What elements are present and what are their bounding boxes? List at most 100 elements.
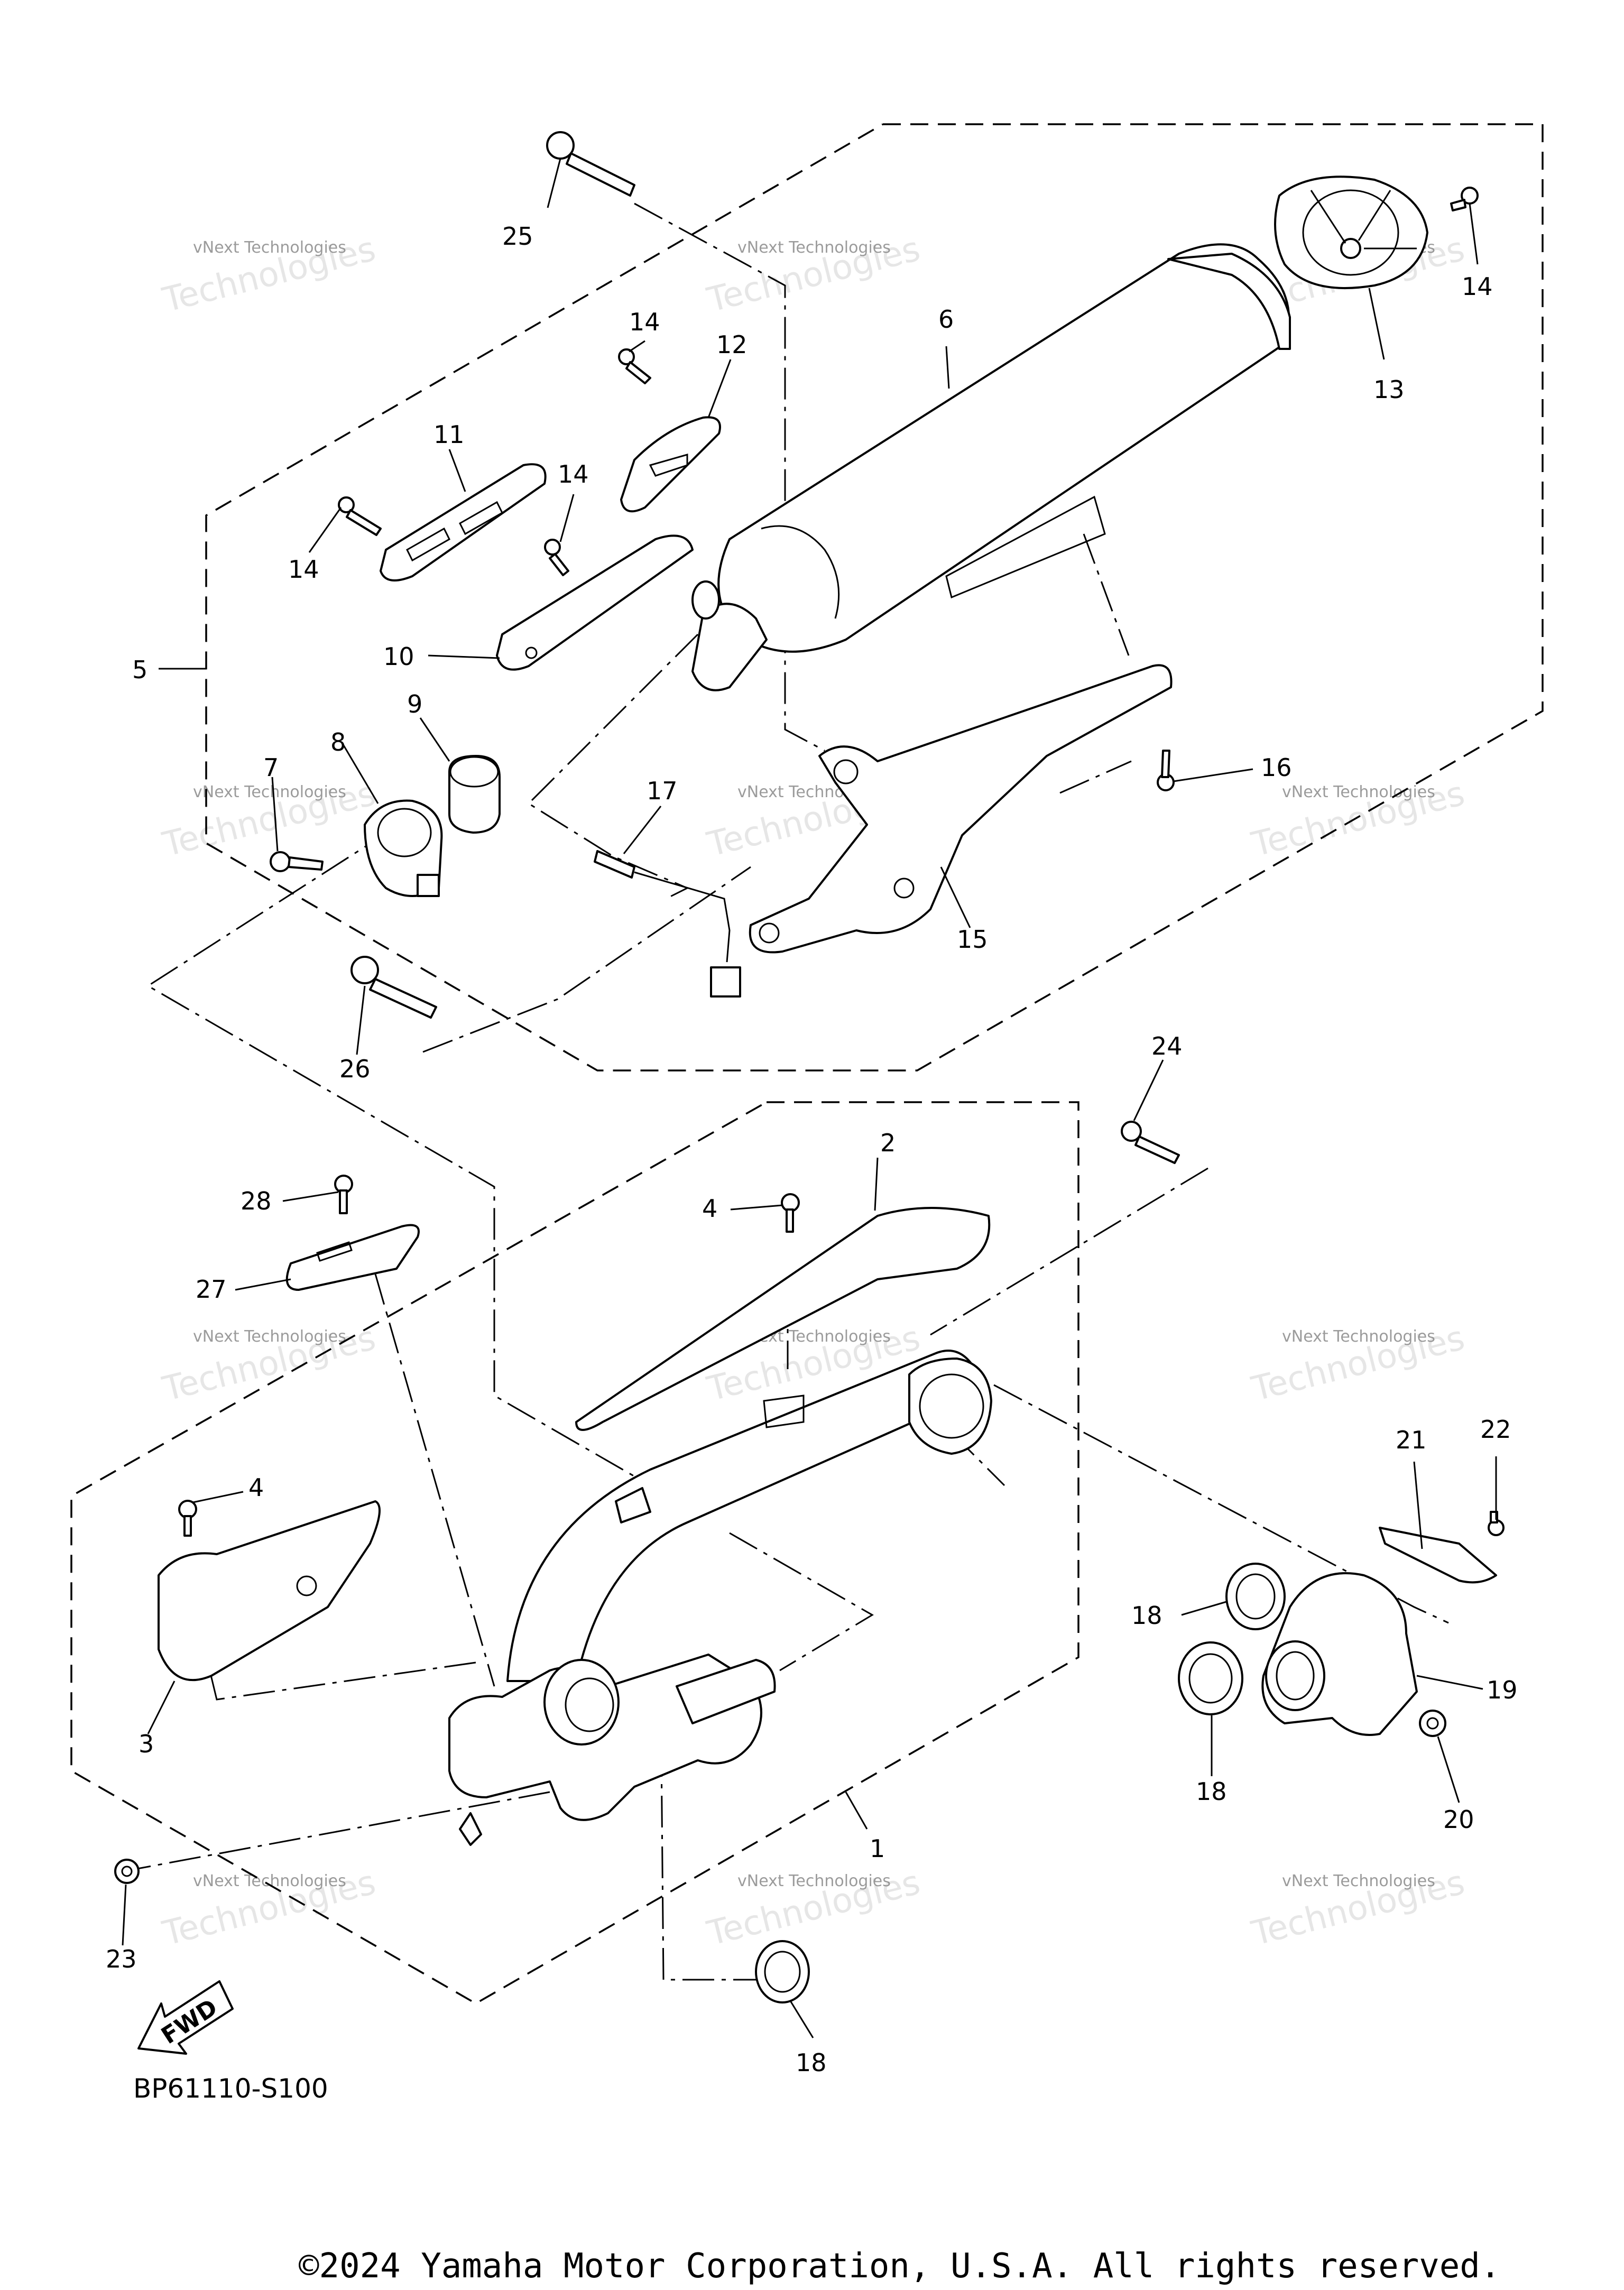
callout-19: 19 <box>1487 1676 1518 1704</box>
routing-line <box>527 633 699 900</box>
heat-protector-part <box>285 1224 420 1291</box>
nut-part <box>1419 1710 1446 1737</box>
callout-22: 22 <box>1480 1415 1511 1444</box>
bolt-part <box>618 348 651 384</box>
callout-12: 12 <box>716 330 748 359</box>
gasket-part <box>1178 1641 1243 1715</box>
nut-part <box>114 1859 140 1884</box>
gasket-part <box>755 1940 810 2003</box>
callout-2: 2 <box>880 1129 896 1157</box>
callout-8: 8 <box>330 728 346 756</box>
svg-text:vNext Technologies: vNext Technologies <box>193 1872 346 1890</box>
svg-text:vNext Technologies: vNext Technologies <box>737 1872 891 1890</box>
svg-text:vNext Technologies: vNext Technologies <box>193 238 346 257</box>
gasket-part <box>448 755 501 834</box>
callout-14: 14 <box>1462 272 1493 301</box>
pipe-assembly-boundary <box>70 1101 1079 2005</box>
svg-text:vNext Technologies: vNext Technologies <box>737 238 891 257</box>
routing-line <box>146 829 651 1486</box>
svg-text:vNext Technologies: vNext Technologies <box>193 1327 346 1346</box>
callout-24: 24 <box>1151 1032 1183 1060</box>
callout-15: 15 <box>957 925 988 954</box>
callout-4: 4 <box>702 1194 717 1223</box>
callout-18: 18 <box>1131 1601 1162 1630</box>
exhaust-manifold-part <box>448 1654 776 1846</box>
heat-protector-part <box>1379 1527 1497 1584</box>
routing-line <box>993 1384 1449 1624</box>
callout-14: 14 <box>629 308 660 336</box>
callout-18: 18 <box>1196 1777 1227 1806</box>
gasket-part <box>1225 1563 1286 1630</box>
bolt-part <box>270 851 324 872</box>
routing-line <box>137 1791 550 1870</box>
bolt-part <box>338 496 382 536</box>
callout-labels: 25 6 14 13 14 12 11 14 14 10 5 9 8 7 17 … <box>106 222 1518 2077</box>
callout-13: 13 <box>1373 375 1405 404</box>
callout-17: 17 <box>647 777 678 805</box>
callout-1: 1 <box>870 1834 885 1863</box>
heat-protector-part <box>496 534 694 671</box>
callout-20: 20 <box>1443 1805 1474 1834</box>
callout-21: 21 <box>1396 1426 1427 1454</box>
fwd-arrow-icon: FWD <box>137 1980 234 2055</box>
callout-27: 27 <box>196 1275 227 1304</box>
copyright-notice: ©2024 Yamaha Motor Corporation, U.S.A. A… <box>299 2247 1500 2286</box>
callout-25: 25 <box>502 222 533 251</box>
exhaust-pipe-part <box>506 1350 979 1682</box>
pipe-guard-part <box>575 1207 991 1431</box>
diagram-code: BP61110-S100 <box>133 2073 328 2104</box>
routing-line <box>729 1532 874 1672</box>
callout-7: 7 <box>263 753 279 782</box>
svg-text:vNext Technologies: vNext Technologies <box>1282 1327 1435 1346</box>
callout-14: 14 <box>288 555 319 584</box>
svg-text:vNext Technologies: vNext Technologies <box>193 783 346 801</box>
routing-line <box>634 202 825 752</box>
bolt-part <box>1450 187 1479 211</box>
bolt-part <box>781 1193 800 1233</box>
callout-14: 14 <box>558 460 589 488</box>
routing-line <box>374 1273 495 1687</box>
routing-line <box>422 866 751 1053</box>
bolt-part <box>1121 1121 1180 1164</box>
bolt-part <box>178 1500 197 1537</box>
end-cap-part <box>1274 176 1428 289</box>
muffler-assembly-boundary <box>205 123 1544 1072</box>
bolt-part <box>334 1175 353 1214</box>
bolt-part <box>546 131 635 197</box>
routing-line <box>1083 533 1130 656</box>
routing-line <box>1059 760 1132 794</box>
callout-28: 28 <box>241 1187 272 1215</box>
connector-pipe-part <box>1261 1572 1418 1736</box>
bolt-part <box>544 539 569 576</box>
svg-text:vNext Technologies: vNext Technologies <box>1282 783 1435 801</box>
leader-lines <box>122 158 1497 2038</box>
callout-4: 4 <box>248 1473 264 1502</box>
heat-protector-part <box>620 416 721 513</box>
bolt-part <box>350 956 437 1019</box>
svg-text:vNext Technologies: vNext Technologies <box>1282 1872 1435 1890</box>
bracket-part <box>749 664 1173 954</box>
routing-line <box>930 1167 1208 1336</box>
muffler-part <box>691 243 1291 691</box>
callout-23: 23 <box>106 1945 137 1973</box>
bolt-part <box>1157 750 1175 791</box>
callout-5: 5 <box>132 655 147 684</box>
callout-18: 18 <box>796 2048 827 2077</box>
callout-6: 6 <box>938 305 954 334</box>
callout-9: 9 <box>407 690 422 718</box>
callout-10: 10 <box>383 642 414 671</box>
callout-16: 16 <box>1261 753 1292 782</box>
heat-protector-part <box>158 1500 381 1682</box>
clamp-part <box>364 799 443 897</box>
oxygen-sensor-part <box>594 850 741 998</box>
callout-3: 3 <box>139 1730 154 1758</box>
